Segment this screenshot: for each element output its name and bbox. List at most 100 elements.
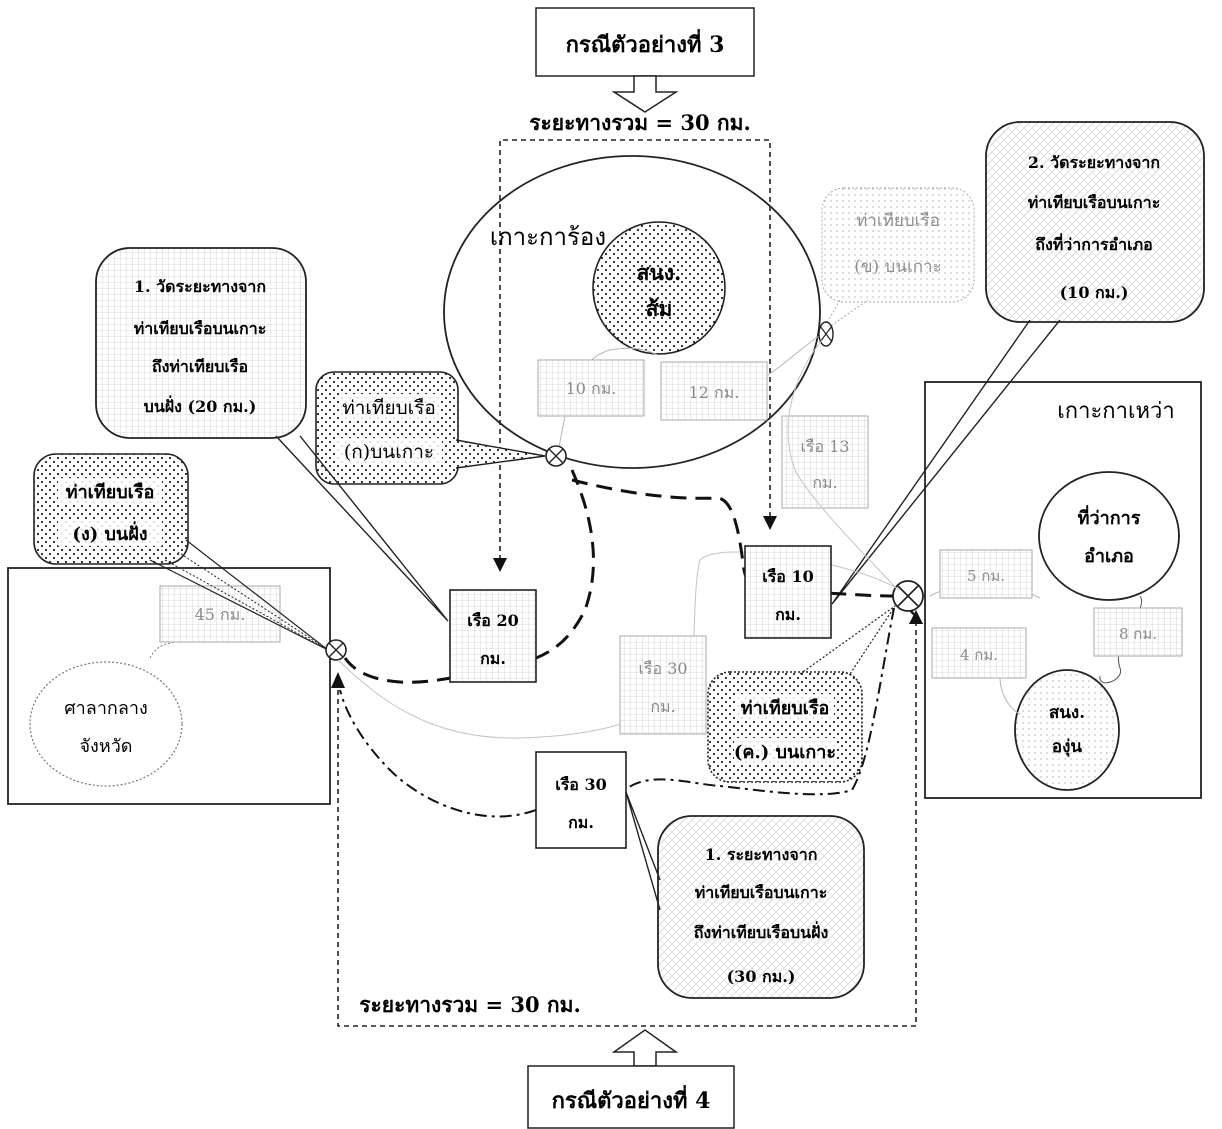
karong-distance-10: 10 กม.	[566, 379, 617, 398]
callout-1-pointer	[275, 435, 449, 622]
mainland-distance-45: 45 กม.	[195, 605, 246, 624]
kawao-distance-8-box	[1093, 607, 1183, 657]
orange-office-line1: สนง.	[637, 260, 682, 285]
provincial-hall	[29, 661, 183, 787]
pier-a-line1: ท่าเทียบเรือ	[342, 397, 436, 419]
pier-b-label-box	[821, 187, 975, 303]
case3-arrowhead-left	[493, 558, 507, 572]
faded-route-boat13	[787, 339, 897, 589]
case4-up-arrow	[611, 1029, 679, 1067]
pier-c-text-bg-2	[734, 738, 836, 764]
boat-20-line1: เรือ 20	[467, 611, 519, 630]
callout-1-box	[95, 247, 307, 439]
orange-office-line2: ส้ม	[646, 296, 673, 321]
orange-office	[592, 221, 726, 355]
route-pier-c-to-pier-d	[339, 607, 895, 818]
grape-office-line1: สนง.	[1049, 703, 1085, 723]
kawao-distance-5-box	[939, 549, 1033, 599]
mainland	[7, 567, 331, 805]
callout-2-line1: 2. วัดระยะทางจาก	[1028, 153, 1160, 172]
boat-20-box	[449, 589, 537, 683]
case4-arrowhead-left	[331, 672, 345, 688]
pier-a-marker	[545, 445, 567, 467]
boat-10-box	[744, 545, 832, 639]
callout-1-line2: ท่าเทียบเรือบนเกาะ	[134, 319, 267, 338]
kawao-distance-4: 4 กม.	[960, 646, 998, 664]
case4-route-outline	[337, 622, 917, 1027]
pier-d-label-box	[33, 453, 189, 565]
karong-distance-12: 12 กม.	[689, 383, 740, 402]
case4-total-distance: ระยะทางรวม = 30 กม.	[359, 992, 581, 1017]
provincial-hall-line1: ศาลากลาง	[64, 698, 148, 719]
pier-d-marker	[325, 639, 347, 661]
district-office-line1: ที่ว่าการ	[1078, 505, 1141, 529]
callout-2-pointer	[831, 319, 1061, 605]
pier-d-line2: (ง) บนฝั่ง	[72, 521, 147, 545]
karong-faded-route-1	[557, 347, 659, 453]
district-office	[1038, 471, 1180, 601]
pier-b-line1: ท่าเทียบเรือ	[856, 211, 940, 231]
district-office-line2: อำเภอ	[1084, 546, 1134, 567]
case3-title: กรณีตัวอย่างที่ 3	[566, 28, 725, 58]
pier-d-line1: ท่าเทียบเรือ	[66, 482, 155, 503]
callout-2-line3: ถึงที่ว่าการอำเภอ	[1035, 233, 1153, 254]
callout-3-line1: 1. ระยะทางจาก	[705, 845, 818, 864]
callout-3-pointer	[625, 791, 661, 911]
pier-c-text-bg-1	[736, 694, 834, 720]
case3-down-arrow	[611, 75, 679, 113]
pier-c-line1: ท่าเทียบเรือ	[741, 698, 830, 719]
provincial-hall-line2: จังหวัด	[80, 736, 133, 757]
pier-c-line2: (ค.) บนเกาะ	[734, 742, 836, 763]
case3-total-distance: ระยะทางรวม = 30 กม.	[529, 110, 751, 135]
case3-arrowhead-right	[763, 516, 777, 530]
pier-c-pointer	[799, 605, 896, 675]
boat-10-line1: เรือ 10	[762, 567, 814, 586]
callout-3-line3: ถึงท่าเทียบเรือบนฝั่ง	[693, 921, 828, 942]
pier-a-line2: (ก)บนเกาะ	[344, 441, 434, 463]
callout-3-line4: (30 กม.)	[727, 967, 796, 986]
kawao-island	[924, 381, 1202, 799]
case4-title-box	[527, 1065, 735, 1129]
pier-d-text-bg-1	[58, 478, 162, 504]
boat-30-box	[535, 751, 627, 849]
kawao-island-label: เกาะกาเหว่า	[1057, 399, 1174, 424]
pier-a-label-box	[315, 371, 459, 485]
callout-3-box	[657, 815, 865, 999]
case4-arrowhead-right	[909, 610, 923, 624]
kawao-faded-route-2	[999, 675, 1021, 715]
grape-office	[1014, 669, 1120, 791]
pier-b-line2: (ข) บนเกาะ	[854, 257, 941, 277]
pier-c-marker	[892, 580, 924, 612]
callout-1-line1: 1. วัดระยะทางจาก	[134, 277, 266, 296]
kawao-distance-5: 5 กม.	[967, 567, 1005, 585]
karong-distance-10-box	[537, 359, 645, 417]
pier-b-marker	[818, 321, 834, 347]
karong-faded-route-2	[767, 333, 823, 376]
grape-office-line2: องุ่น	[1052, 737, 1083, 757]
boat-30-line2: กม.	[568, 813, 594, 832]
boat-30-faded-line1: เรือ 30	[638, 659, 687, 678]
karong-island	[443, 155, 821, 469]
case3-route-outline	[499, 139, 771, 560]
boat-30-line1: เรือ 30	[555, 775, 607, 794]
boat-30-faded-box	[619, 635, 707, 735]
pier-d-pointer-inner	[164, 551, 329, 651]
callout-2-box	[985, 121, 1205, 323]
callout-1-line4: บนฝั่ง (20 กม.)	[144, 395, 257, 416]
callout-3-line2: ท่าเทียบเรือบนเกาะ	[695, 883, 828, 902]
boat-13-box	[781, 415, 869, 509]
callout-2-line2: ท่าเทียบเรือบนเกาะ	[1028, 193, 1161, 212]
boat-30-faded-line2: กม.	[650, 697, 675, 716]
boat-20-line2: กม.	[480, 649, 506, 668]
callout-1-line3: ถึงท่าเทียบเรือ	[152, 357, 249, 376]
karong-island-label: เกาะการ้อง	[490, 223, 606, 251]
boat-10-line2: กม.	[775, 605, 801, 624]
karong-distance-12-box	[660, 361, 768, 421]
boat-13-line1: เรือ 13	[800, 437, 849, 456]
pier-d-text-bg-2	[58, 520, 162, 546]
route-pier-a-to-pier-d	[343, 469, 595, 684]
pier-a-text-bg-1	[340, 394, 440, 420]
route-pier-a-to-pier-c	[571, 478, 894, 598]
kawao-distance-4-box	[931, 627, 1027, 679]
